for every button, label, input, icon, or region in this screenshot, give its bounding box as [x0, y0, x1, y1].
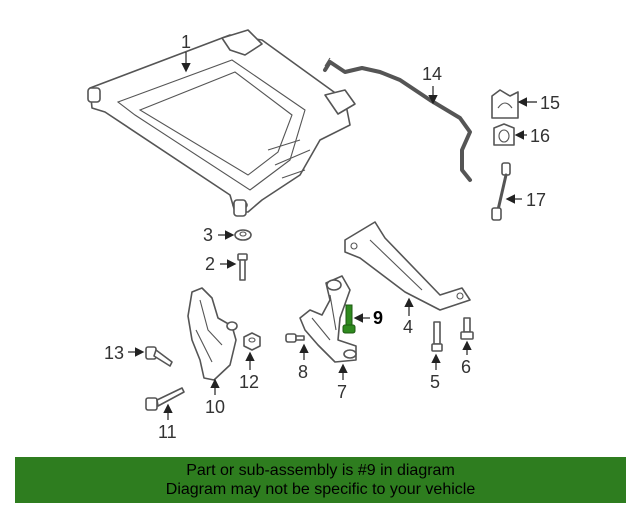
- part-11-bolt: [145, 387, 185, 411]
- part-9-bolt-highlighted[interactable]: [342, 304, 356, 334]
- part-10-steering-knuckle: [187, 287, 238, 381]
- part-6-bolt: [460, 317, 474, 340]
- callout-10[interactable]: 10: [205, 397, 225, 417]
- part-8-bolt: [285, 333, 305, 343]
- callout-2[interactable]: 2: [205, 254, 215, 274]
- banner-line-1: Part or sub-assembly is #9 in diagram: [186, 462, 455, 479]
- part-2-bolt: [237, 253, 248, 281]
- part-7-lower-control-arm: [299, 275, 357, 363]
- part-12-nut: [243, 332, 261, 351]
- callout-8[interactable]: 8: [298, 362, 308, 382]
- part-17-stabilizer-link: [491, 162, 511, 221]
- parts-diagram: 1 2 3 4 5 6 7 8 9 10 11 12 13 14 15 16 1…: [87, 29, 560, 442]
- part-16-bushing: [493, 123, 515, 146]
- callout-9[interactable]: 9: [373, 308, 383, 328]
- callout-12[interactable]: 12: [239, 372, 259, 392]
- callout-labels: 1 2 3 4 5 6 7 8 9 10 11 12 13 14 15 16 1…: [104, 32, 560, 442]
- callout-11[interactable]: 11: [158, 422, 177, 442]
- callout-15[interactable]: 15: [540, 93, 560, 113]
- part-5-bolt: [431, 321, 443, 352]
- callout-14[interactable]: 14: [422, 64, 442, 84]
- callout-16[interactable]: 16: [530, 126, 550, 146]
- part-15-stabilizer-bracket: [491, 89, 519, 119]
- callout-1[interactable]: 1: [181, 32, 191, 52]
- part-14-stabilizer-bar: [323, 57, 472, 182]
- part-1-subframe: [87, 29, 356, 217]
- callout-7[interactable]: 7: [337, 382, 347, 402]
- callout-5[interactable]: 5: [430, 372, 440, 392]
- part-4-member: [344, 221, 471, 311]
- callout-3[interactable]: 3: [203, 225, 213, 245]
- notice-banner: Part or sub-assembly is #9 in diagram Di…: [15, 457, 626, 503]
- part-13-bolt: [145, 346, 173, 367]
- banner-line-2: Diagram may not be specific to your vehi…: [165, 481, 476, 498]
- leader-lines: [128, 52, 537, 420]
- callout-4[interactable]: 4: [403, 317, 413, 337]
- callout-13[interactable]: 13: [104, 343, 124, 363]
- part-3-washer: [234, 229, 252, 241]
- callout-6[interactable]: 6: [461, 357, 471, 377]
- callout-17[interactable]: 17: [526, 190, 546, 210]
